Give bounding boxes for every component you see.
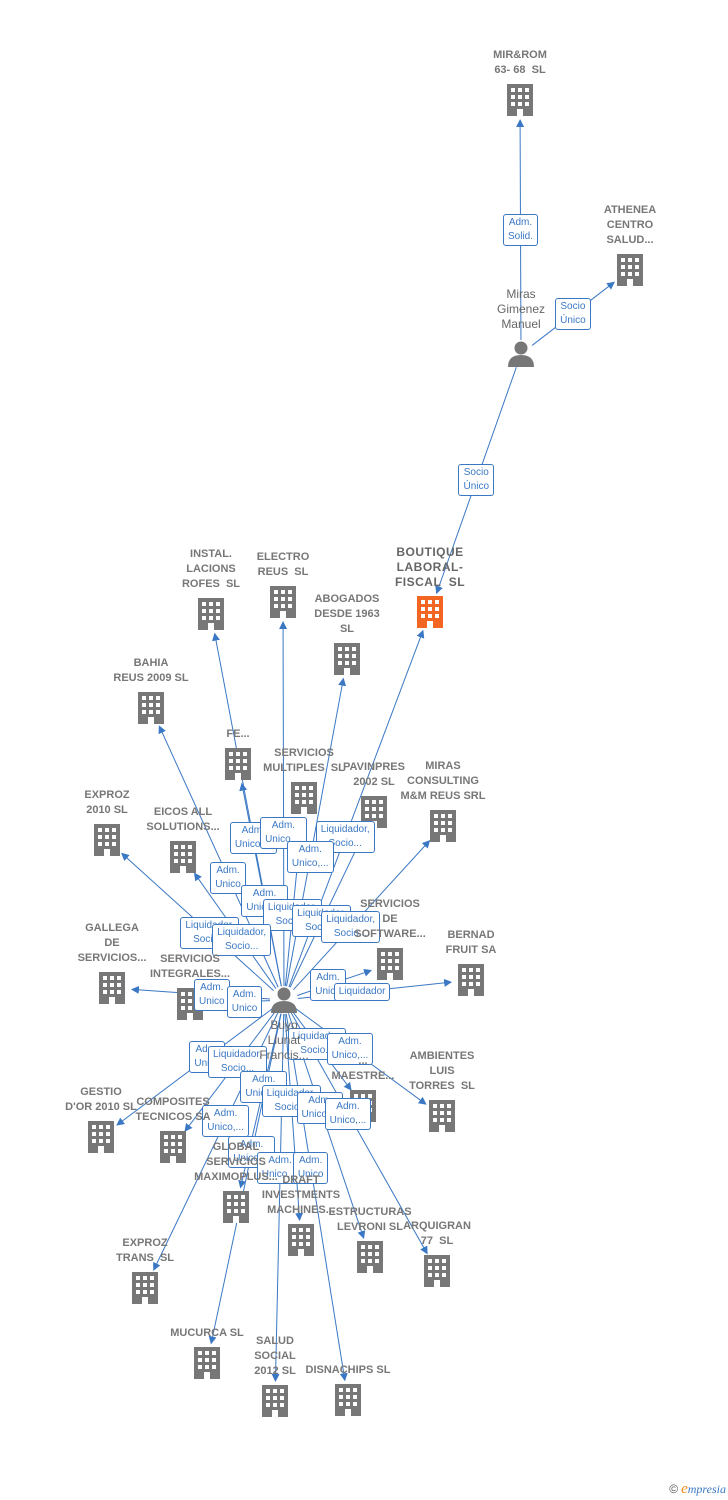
company-label-electro[interactable]: ELECTRO REUS SL bbox=[256, 551, 310, 578]
company-label-global[interactable]: GLOBAL SERVICIOS MAXIMOPLUS... bbox=[194, 1141, 278, 1183]
building-icon-gestio[interactable] bbox=[88, 1121, 114, 1153]
company-label-gestio[interactable]: GESTIO D'OR 2010 SL bbox=[65, 1086, 137, 1113]
edge-label-miras-mirrom[interactable]: Adm. Solid. bbox=[503, 213, 539, 246]
edge-label-buyo-eicos[interactable]: Liquidador, Socio... bbox=[212, 924, 272, 957]
building-icon-servsoft[interactable] bbox=[377, 948, 403, 980]
building-icon-eicos[interactable] bbox=[170, 841, 196, 873]
company-label-boutique[interactable]: BOUTIQUE LABORAL- FISCAL SL bbox=[394, 545, 466, 589]
company-label-instal[interactable]: INSTAL. LACIONS ROFES SL bbox=[181, 548, 241, 590]
brand-logo-text: mpresia bbox=[687, 1482, 726, 1496]
edge-label-buyo-disnachips[interactable]: Adm. Unico bbox=[292, 1151, 329, 1184]
building-icon-electro[interactable] bbox=[270, 586, 296, 618]
company-label-bahia[interactable]: BAHIA REUS 2009 SL bbox=[113, 657, 189, 684]
building-icon-global[interactable] bbox=[223, 1191, 249, 1223]
edge-label-miras-boutique[interactable]: Socio Único bbox=[458, 464, 495, 497]
edge-label-buyo-ambientes[interactable]: Adm. Unico,... bbox=[326, 1032, 374, 1065]
building-icon-bahia[interactable] bbox=[138, 692, 164, 724]
company-label-exproz2010[interactable]: EXPROZ 2010 SL bbox=[84, 789, 130, 816]
edge-label-buyo-abogados[interactable]: Adm. Unico,... bbox=[286, 841, 334, 874]
building-icon-instal[interactable] bbox=[198, 598, 224, 630]
company-label-fe[interactable]: FE... bbox=[226, 728, 250, 740]
edge-label-buyo-bahia[interactable]: Adm. Unico bbox=[210, 861, 246, 894]
brand-logo-initial: e bbox=[681, 1481, 688, 1497]
edge-label-buyo-gallega[interactable]: Adm. Unico bbox=[194, 978, 230, 1011]
person-label-miras[interactable]: Miras Gimenez Manuel bbox=[496, 287, 546, 331]
company-label-mirrom[interactable]: MIR&ROM 63- 68 SL bbox=[493, 49, 547, 76]
brand-footer[interactable]: © empresia bbox=[669, 1481, 726, 1498]
company-label-exproztrans[interactable]: EXPROZ TRANS SL bbox=[115, 1237, 175, 1264]
building-icon-composites[interactable] bbox=[160, 1131, 186, 1163]
company-label-servsoft[interactable]: SERVICIOS DE SOFTWARE... bbox=[354, 898, 426, 940]
company-label-pavinpres[interactable]: PAVINPRES 2002 SL bbox=[343, 761, 405, 788]
company-label-maestre[interactable]: ... MAESTRE... bbox=[331, 1055, 395, 1082]
building-icon-servmult[interactable] bbox=[291, 782, 317, 814]
building-icon-gallega[interactable] bbox=[99, 972, 125, 1004]
edge-label-buyo-exproztrans[interactable]: Adm. Unico,... bbox=[202, 1104, 249, 1137]
building-icon-abogados[interactable] bbox=[334, 643, 360, 675]
edge-line-buyo-fe bbox=[239, 782, 282, 987]
person-icon-miras[interactable] bbox=[508, 341, 534, 368]
building-icon-arquigran[interactable] bbox=[424, 1255, 450, 1287]
building-icon-mirrom[interactable] bbox=[507, 84, 533, 116]
company-label-disnachips[interactable]: DISNACHIPS SL bbox=[305, 1364, 391, 1376]
company-label-ambientes[interactable]: AMBIENTES LUIS TORRES SL bbox=[409, 1050, 475, 1092]
company-label-servint[interactable]: SERVICIOS INTEGRALES... bbox=[149, 953, 231, 980]
edge-label-buyo-miras_cons[interactable]: Liquidador, Socio... bbox=[321, 911, 381, 944]
company-label-composites[interactable]: COMPOSITES TECNICOS SA bbox=[135, 1096, 211, 1123]
building-icon-athenea[interactable] bbox=[617, 254, 643, 286]
person-label-buyo[interactable]: Buyo Llunat Francis... bbox=[259, 1018, 309, 1062]
edge-line-buyo-draft bbox=[284, 1013, 304, 1222]
edge-label-miras-athenea[interactable]: Socio Único bbox=[555, 297, 591, 330]
building-icon-boutique[interactable] bbox=[417, 596, 443, 628]
company-label-eicos[interactable]: EICOS ALL SOLUTIONS... bbox=[146, 806, 220, 833]
edge-label-buyo-bernad[interactable]: Liquidador bbox=[333, 982, 391, 1001]
building-icon-mucurca[interactable] bbox=[194, 1347, 220, 1379]
company-label-miras_cons[interactable]: MIRAS CONSULTING M&M REUS SRL bbox=[400, 760, 486, 802]
edge-line-buyo-electro bbox=[279, 620, 288, 987]
company-label-estructuras[interactable]: ESTRUCTURAS LEVRONI SL bbox=[328, 1206, 412, 1233]
copyright-symbol: © bbox=[669, 1482, 679, 1496]
building-icon-bernad[interactable] bbox=[458, 964, 484, 996]
edge-label-buyo-arquigran[interactable]: Adm. Unico,... bbox=[324, 1097, 372, 1130]
edge-label-buyo-electro[interactable]: Adm. Unico,... bbox=[260, 817, 307, 850]
company-label-arquigran[interactable]: ARQUIGRAN 77 SL bbox=[403, 1220, 471, 1247]
building-icon-exproz2010[interactable] bbox=[94, 824, 120, 856]
edge-label-buyo-servint[interactable]: Adm. Unico bbox=[226, 985, 263, 1018]
company-label-mucurca[interactable]: MUCURCA SL bbox=[170, 1327, 244, 1339]
company-label-servmult[interactable]: SERVICIOS MULTIPLES SL bbox=[263, 747, 345, 774]
building-icon-salud[interactable] bbox=[262, 1385, 288, 1417]
building-icon-fe[interactable] bbox=[225, 748, 251, 780]
building-icon-estructuras[interactable] bbox=[357, 1241, 383, 1273]
building-icon-miras_cons[interactable] bbox=[430, 810, 456, 842]
company-label-salud[interactable]: SALUD SOCIAL 2012 SL bbox=[254, 1335, 296, 1377]
company-label-abogados[interactable]: ABOGADOS DESDE 1963 SL bbox=[314, 593, 380, 635]
building-icon-ambientes[interactable] bbox=[429, 1100, 455, 1132]
building-icon-draft[interactable] bbox=[288, 1224, 314, 1256]
company-label-athenea[interactable]: ATHENEA CENTRO SALUD... bbox=[603, 204, 657, 246]
building-icon-disnachips[interactable] bbox=[335, 1384, 361, 1416]
building-icon-exproztrans[interactable] bbox=[132, 1272, 158, 1304]
edge-line-buyo-disnachips bbox=[285, 1013, 348, 1382]
person-icon-buyo[interactable] bbox=[271, 987, 297, 1014]
company-label-bernad[interactable]: BERNAD FRUIT SA bbox=[445, 929, 497, 956]
company-label-gallega[interactable]: GALLEGA DE SERVICIOS... bbox=[77, 922, 147, 964]
company-label-draft[interactable]: DRAFT INVESTMENTS MACHINES... bbox=[261, 1174, 341, 1216]
edge-line-buyo-mucurca bbox=[208, 1013, 282, 1345]
